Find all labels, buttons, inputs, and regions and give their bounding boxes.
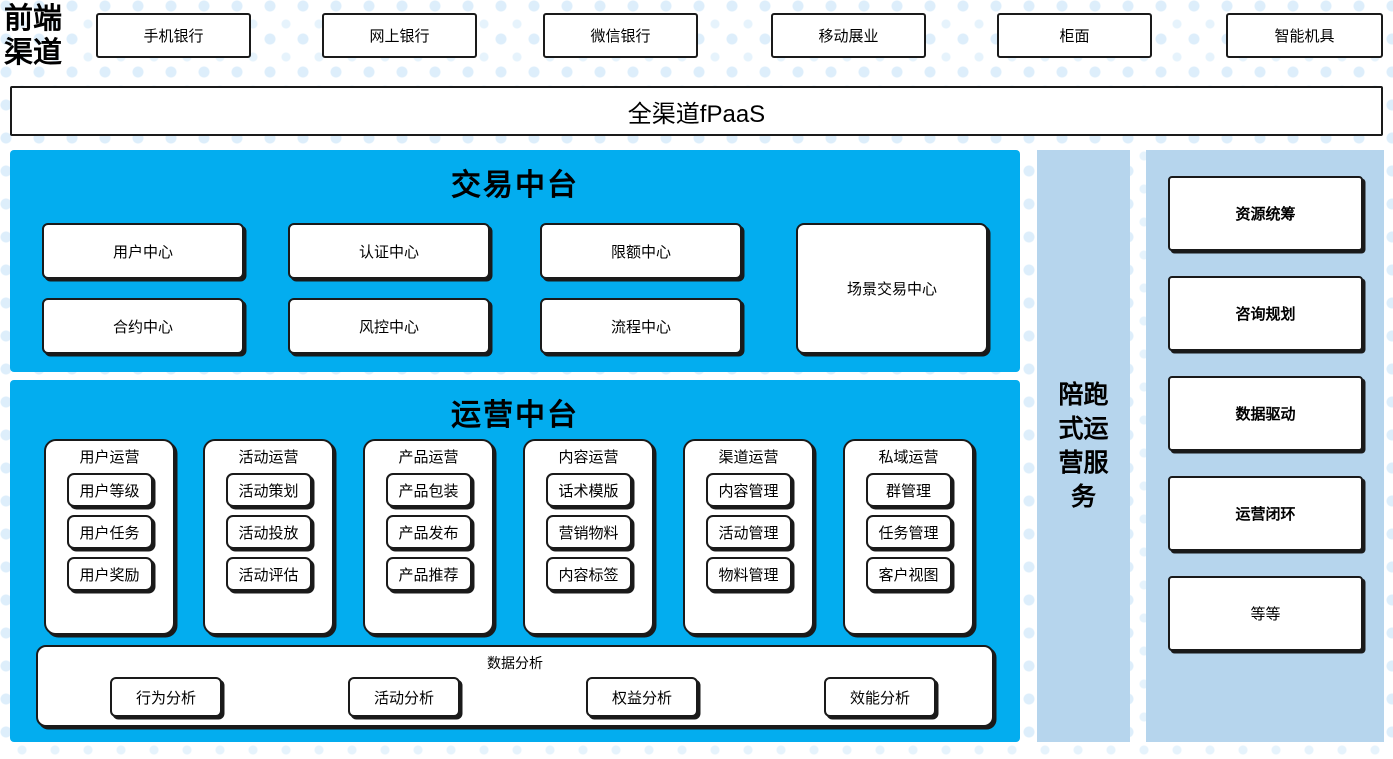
data-analysis-container[interactable]: 数据分析 行为分析 活动分析 权益分析 效能分析 — [36, 645, 994, 727]
pillar-resource-coordination[interactable]: 资源统筹 — [1168, 176, 1363, 251]
ops-item[interactable]: 话术模版 — [545, 473, 632, 507]
ops-item[interactable]: 产品推荐 — [385, 557, 472, 591]
ops-item[interactable]: 群管理 — [865, 473, 952, 507]
data-analysis-item-efficiency[interactable]: 效能分析 — [824, 677, 936, 717]
trade-center-contract[interactable]: 合约中心 — [42, 298, 244, 354]
front-channel-label: 前端渠道 — [4, 3, 63, 69]
channel-box-wechat-bank[interactable]: 微信银行 — [543, 13, 698, 58]
channel-box-mobile-bank[interactable]: 手机银行 — [96, 13, 251, 58]
fpaas-bar[interactable]: 全渠道fPaaS — [10, 86, 1383, 136]
ops-item[interactable]: 活动投放 — [225, 515, 312, 549]
pillar-data-driven[interactable]: 数据驱动 — [1168, 376, 1363, 451]
ops-item[interactable]: 客户视图 — [865, 557, 952, 591]
ops-item[interactable]: 用户等级 — [66, 473, 153, 507]
channel-box-smart-machine[interactable]: 智能机具 — [1226, 13, 1383, 58]
ops-item[interactable]: 产品发布 — [385, 515, 472, 549]
ops-item[interactable]: 物料管理 — [705, 557, 792, 591]
channel-box-counter[interactable]: 柜面 — [997, 13, 1152, 58]
pillar-ops-closed-loop[interactable]: 运营闭环 — [1168, 476, 1363, 551]
ops-group-private-domain[interactable]: 私域运营 群管理 任务管理 客户视图 — [843, 439, 974, 635]
ops-group-title: 产品运营 — [398, 449, 459, 466]
accompanying-service-label: 陪跑式运营服务 — [1058, 381, 1109, 511]
trade-center-limit[interactable]: 限额中心 — [540, 223, 742, 279]
trade-platform-title: 交易中台 — [451, 169, 579, 202]
pillar-etc[interactable]: 等等 — [1168, 576, 1363, 651]
ops-item[interactable]: 内容管理 — [705, 473, 792, 507]
ops-platform-title: 运营中台 — [451, 399, 579, 432]
ops-item[interactable]: 营销物料 — [545, 515, 632, 549]
ops-group-channel[interactable]: 渠道运营 内容管理 活动管理 物料管理 — [683, 439, 814, 635]
ops-group-campaign[interactable]: 活动运营 活动策划 活动投放 活动评估 — [203, 439, 334, 635]
ops-group-title: 用户运营 — [79, 449, 140, 466]
ops-item[interactable]: 用户奖励 — [66, 557, 153, 591]
ops-group-title: 私域运营 — [878, 449, 939, 466]
trade-center-auth[interactable]: 认证中心 — [288, 223, 490, 279]
data-analysis-item-benefit[interactable]: 权益分析 — [586, 677, 698, 717]
data-analysis-item-campaign[interactable]: 活动分析 — [348, 677, 460, 717]
accompanying-service-panel: 陪跑式运营服务 — [1037, 150, 1130, 742]
ops-item[interactable]: 内容标签 — [545, 557, 632, 591]
channel-box-online-bank[interactable]: 网上银行 — [322, 13, 477, 58]
trade-center-risk[interactable]: 风控中心 — [288, 298, 490, 354]
trade-center-user[interactable]: 用户中心 — [42, 223, 244, 279]
ops-item[interactable]: 用户任务 — [66, 515, 153, 549]
channel-box-mobile-biz[interactable]: 移动展业 — [771, 13, 926, 58]
ops-item[interactable]: 任务管理 — [865, 515, 952, 549]
ops-item[interactable]: 活动评估 — [225, 557, 312, 591]
ops-group-user[interactable]: 用户运营 用户等级 用户任务 用户奖励 — [44, 439, 175, 635]
ops-group-product[interactable]: 产品运营 产品包装 产品发布 产品推荐 — [363, 439, 494, 635]
ops-item[interactable]: 产品包装 — [385, 473, 472, 507]
ops-item[interactable]: 活动管理 — [705, 515, 792, 549]
trade-center-process[interactable]: 流程中心 — [540, 298, 742, 354]
data-analysis-item-behavior[interactable]: 行为分析 — [110, 677, 222, 717]
trade-center-scene[interactable]: 场景交易中心 — [796, 223, 988, 354]
ops-group-content[interactable]: 内容运营 话术模版 营销物料 内容标签 — [523, 439, 654, 635]
ops-group-title: 活动运营 — [238, 449, 299, 466]
pillar-consulting-planning[interactable]: 咨询规划 — [1168, 276, 1363, 351]
capability-pillar-panel: 资源统筹 咨询规划 数据驱动 运营闭环 等等 — [1146, 150, 1384, 742]
ops-item[interactable]: 活动策划 — [225, 473, 312, 507]
data-analysis-title: 数据分析 — [487, 655, 543, 671]
ops-group-title: 渠道运营 — [718, 449, 779, 466]
ops-platform-panel: 运营中台 用户运营 用户等级 用户任务 用户奖励 活动运营 活动策划 活动投放 … — [10, 380, 1020, 742]
ops-group-title: 内容运营 — [558, 449, 619, 466]
trade-platform-panel: 交易中台 用户中心 认证中心 限额中心 合约中心 风控中心 流程中心 场景交易中… — [10, 150, 1020, 372]
